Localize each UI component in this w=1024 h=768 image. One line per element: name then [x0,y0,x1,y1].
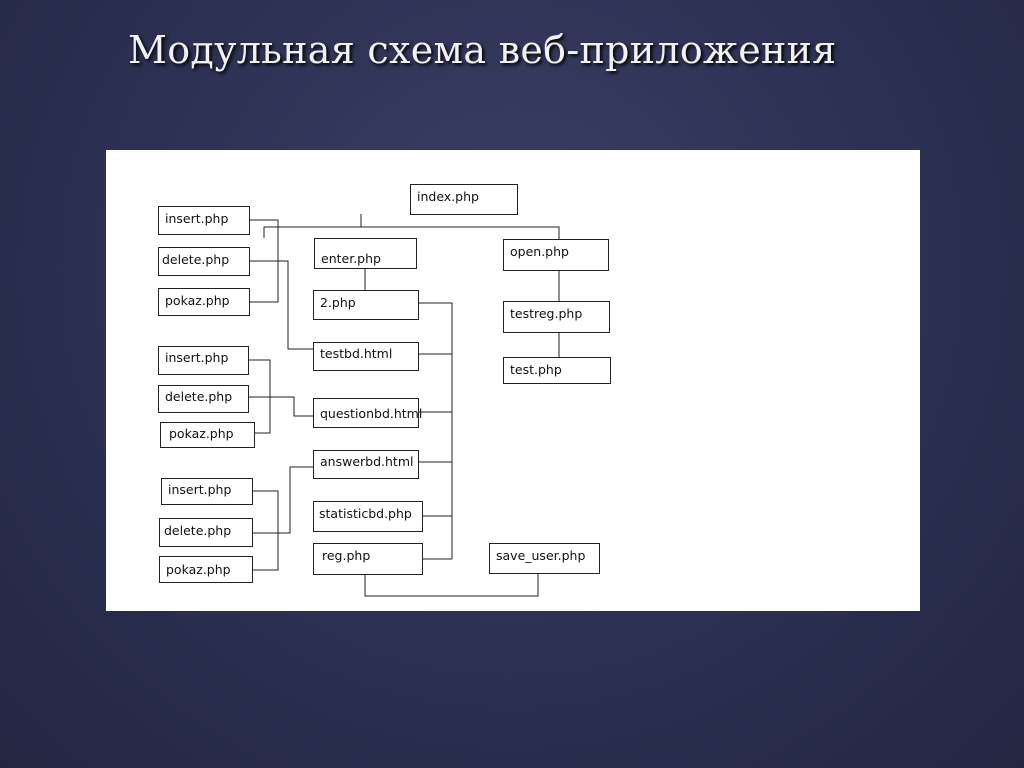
edge-group1-testbd [278,260,313,350]
edge-index-open [361,226,560,239]
node-reg: reg.php [313,543,423,575]
edge-group3-answerbd [278,466,313,534]
diagram-panel: index.php enter.php open.php 2.php testr… [106,150,920,611]
node-delete-3: delete.php [159,518,253,547]
connector-lines [249,214,560,597]
node-questionbd: questionbd.html [313,398,422,428]
node-pokaz-1: pokaz.php [158,288,250,316]
edge-reg-saveuser [364,573,539,597]
node-test: test.php [503,357,611,384]
node-delete-2: delete.php [158,385,249,413]
node-delete-1: delete.php [158,247,250,276]
node-answerbd: answerbd.html [313,450,419,479]
node-testreg: testreg.php [503,301,610,333]
node-save-user: save_user.php [489,543,600,574]
node-index: index.php [410,184,518,215]
edge-group2-questionbd [270,396,313,417]
node-testbd: testbd.html [313,342,419,371]
node-statisticbd: statisticbd.php [313,501,423,532]
slide-title: Модульная схема веб-приложения [128,28,837,72]
node-2: 2.php [313,290,419,320]
edge-group3 [253,490,279,571]
node-insert-1: insert.php [158,206,250,235]
edge-index-enter-open [263,214,362,238]
node-insert-3: insert.php [161,478,253,505]
node-enter: enter.php [314,238,417,269]
edge-2-bus [418,302,453,559]
node-open: open.php [503,239,609,271]
node-insert-2: insert.php [158,346,249,375]
node-pokaz-2: pokaz.php [160,422,255,448]
node-pokaz-3: pokaz.php [159,556,253,583]
